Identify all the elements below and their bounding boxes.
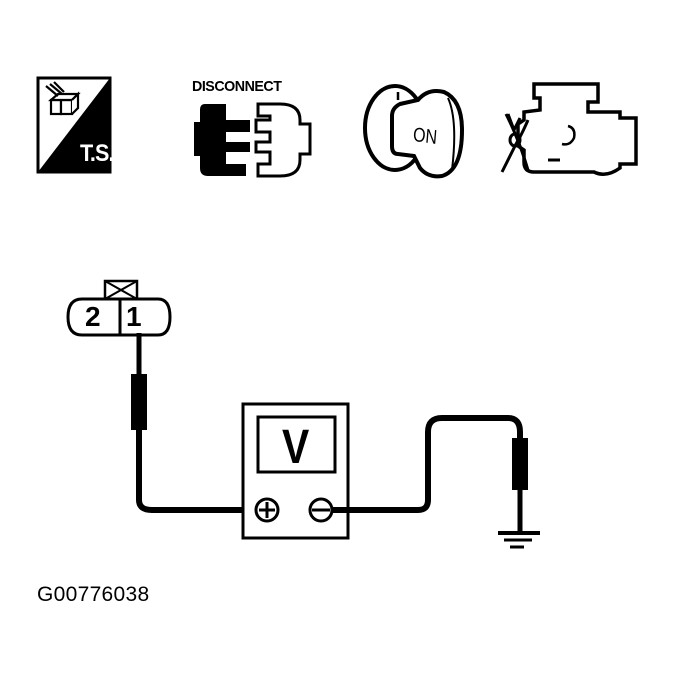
figure-id: G00776038 xyxy=(37,583,150,606)
terminal-1-label: 1 xyxy=(126,301,142,332)
voltmeter xyxy=(241,402,350,540)
positive-lead xyxy=(131,333,270,513)
ground-icon xyxy=(498,531,540,549)
terminal-2-label: 2 xyxy=(85,301,101,332)
negative-lead xyxy=(332,415,528,532)
disconnect-label: DISCONNECT xyxy=(192,78,282,95)
ts-label: T.S. xyxy=(80,140,115,167)
connector xyxy=(66,279,172,337)
voltmeter-label: V xyxy=(282,421,310,474)
